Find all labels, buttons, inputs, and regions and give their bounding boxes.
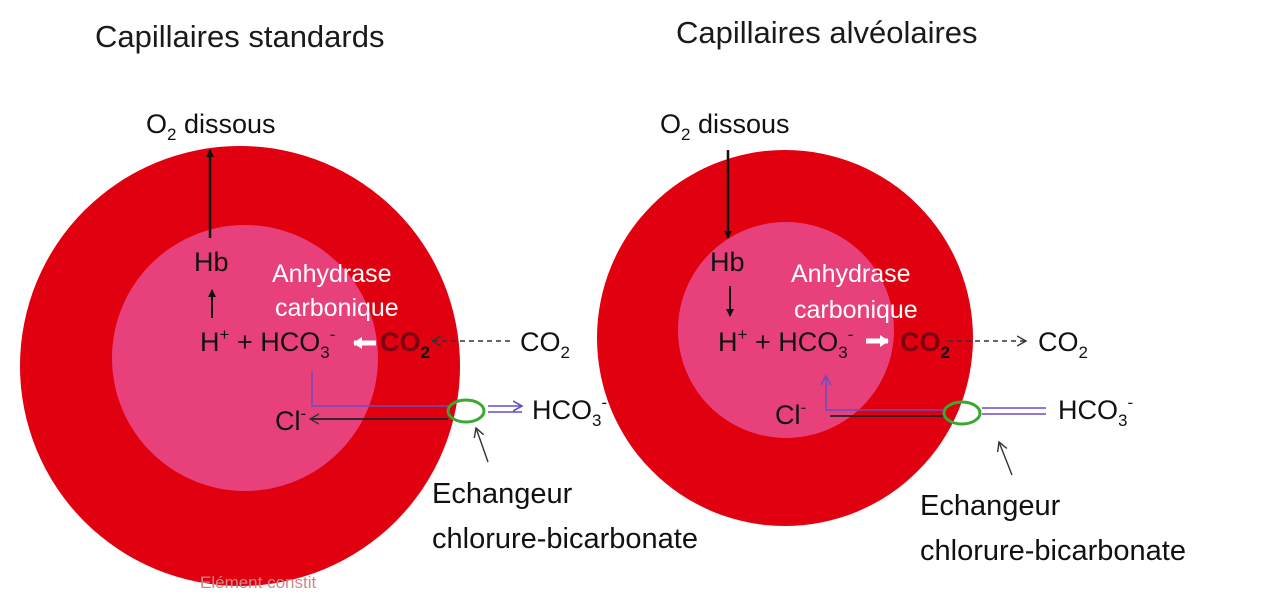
hb-label: Hb [194, 247, 229, 277]
hco3-transport-line [826, 376, 944, 411]
exchanger-label-line2: chlorure-bicarbonate [432, 523, 698, 555]
o2-dissolved-label: O2 dissous [660, 109, 790, 144]
panel-alveolar: Capillaires alvéolaires O2 dissous Hb An… [597, 15, 1186, 567]
co2-inside-label: CO2 [380, 327, 430, 362]
chloride-bicarbonate-exchanger [446, 398, 486, 424]
h-plus-hco3-label: H+ + HCO3- [200, 325, 335, 362]
hco3-outside-label: HCO3- [532, 393, 607, 430]
hco3-outside-label: HCO3- [1058, 393, 1133, 430]
hco3-transport-line [311, 372, 448, 407]
exchanger-label-line1: Echangeur [432, 478, 573, 510]
panel-title: Capillaires alvéolaires [676, 15, 978, 50]
watermark-text: Elément constit [200, 573, 316, 592]
exchanger-pointer [999, 442, 1013, 476]
enzyme-label-line1: Anhydrase [272, 260, 392, 288]
chloride-bicarbonate-exchanger [942, 400, 982, 426]
exchanger-label-line2: chlorure-bicarbonate [920, 535, 1186, 567]
chloride-label: Cl- [275, 404, 306, 436]
enzyme-label-line2: carbonique [794, 296, 918, 324]
red-blood-cell-inner [678, 222, 894, 438]
co2-outside-label: CO2 [1038, 327, 1088, 362]
enzyme-label-line1: Anhydrase [791, 260, 911, 288]
co2-outside-label: CO2 [520, 327, 570, 362]
enzyme-label-line2: carbonique [275, 294, 399, 322]
exchanger-pointer [476, 428, 489, 463]
exchanger-label-line1: Echangeur [920, 490, 1061, 522]
panel-standard: Capillaires standards O2 dissous Hb Anhy… [20, 19, 698, 592]
panel-title: Capillaires standards [95, 19, 384, 54]
h-plus-hco3-label: H+ + HCO3- [718, 325, 853, 362]
o2-dissolved-label: O2 dissous [146, 109, 276, 144]
chloride-label: Cl- [775, 398, 806, 430]
hb-label: Hb [710, 247, 745, 277]
co2-inside-label: CO2 [900, 327, 950, 362]
